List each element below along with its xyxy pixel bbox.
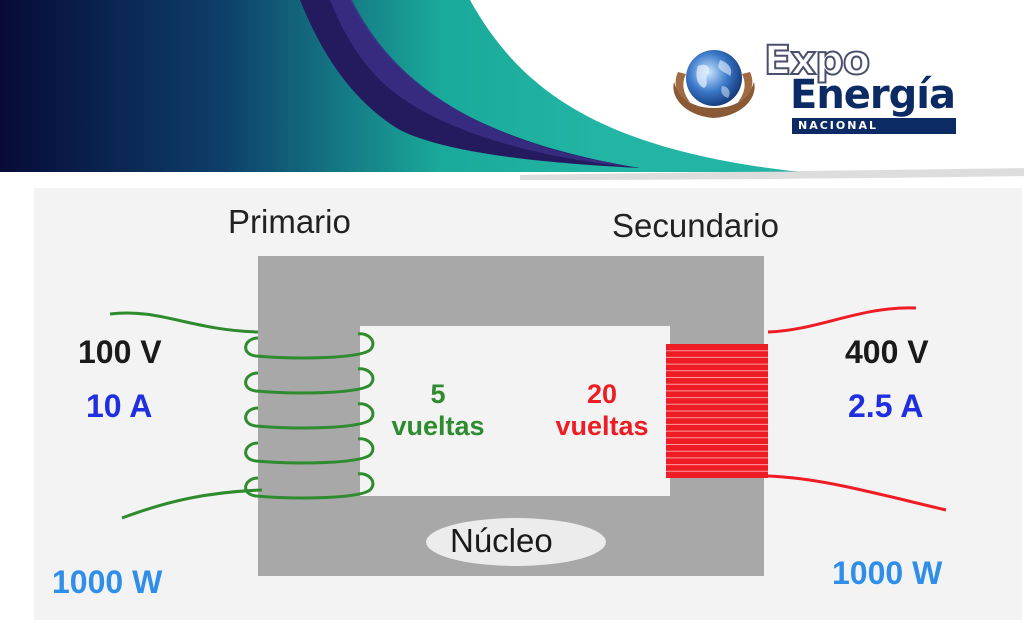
primary-turns-number: 5	[430, 379, 446, 409]
primary-turns-label: 5 vueltas	[380, 378, 496, 442]
primary-turns-word: vueltas	[391, 411, 485, 441]
header-banner	[0, 0, 1024, 180]
primary-winding	[244, 332, 375, 500]
logo-word-energia: Energía	[790, 72, 956, 118]
logo-word-expo: Expo	[763, 37, 871, 85]
primary-winding-turn	[244, 472, 375, 500]
primary-lead-top	[109, 311, 259, 334]
secondary-turns-word: vueltas	[555, 411, 649, 441]
secondary-voltage: 400 V	[845, 334, 929, 370]
secondary-power: 1000 W	[832, 555, 943, 591]
primary-power: 1000 W	[52, 564, 163, 600]
expo-energia-logo: Expo Energía NACIONAL	[668, 37, 968, 138]
primary-winding-turn	[244, 437, 375, 465]
core-label: Núcleo	[450, 522, 553, 559]
transformer-core	[258, 256, 764, 576]
primary-winding-turn	[244, 402, 375, 430]
primary-current: 10 A	[86, 388, 153, 424]
primary-voltage: 100 V	[78, 334, 162, 370]
primary-lead-bottom	[121, 488, 263, 520]
secondary-current: 2.5 A	[848, 388, 924, 424]
secondary-title: Secundario	[612, 207, 779, 244]
secondary-turns-number: 20	[586, 379, 618, 409]
primary-winding-turn	[244, 367, 375, 395]
secondary-winding	[666, 344, 768, 478]
secondary-lead-bottom	[767, 474, 947, 512]
secondary-lead-top	[767, 306, 917, 334]
primary-winding-turn	[244, 332, 375, 360]
primary-title: Primario	[228, 203, 351, 240]
logo-bar	[792, 118, 956, 134]
logo-word-nacional: NACIONAL	[798, 119, 878, 132]
core-label-highlight	[426, 518, 606, 566]
globe-in-hands-icon	[673, 50, 755, 118]
secondary-turns-label: 20 vueltas	[544, 378, 660, 442]
